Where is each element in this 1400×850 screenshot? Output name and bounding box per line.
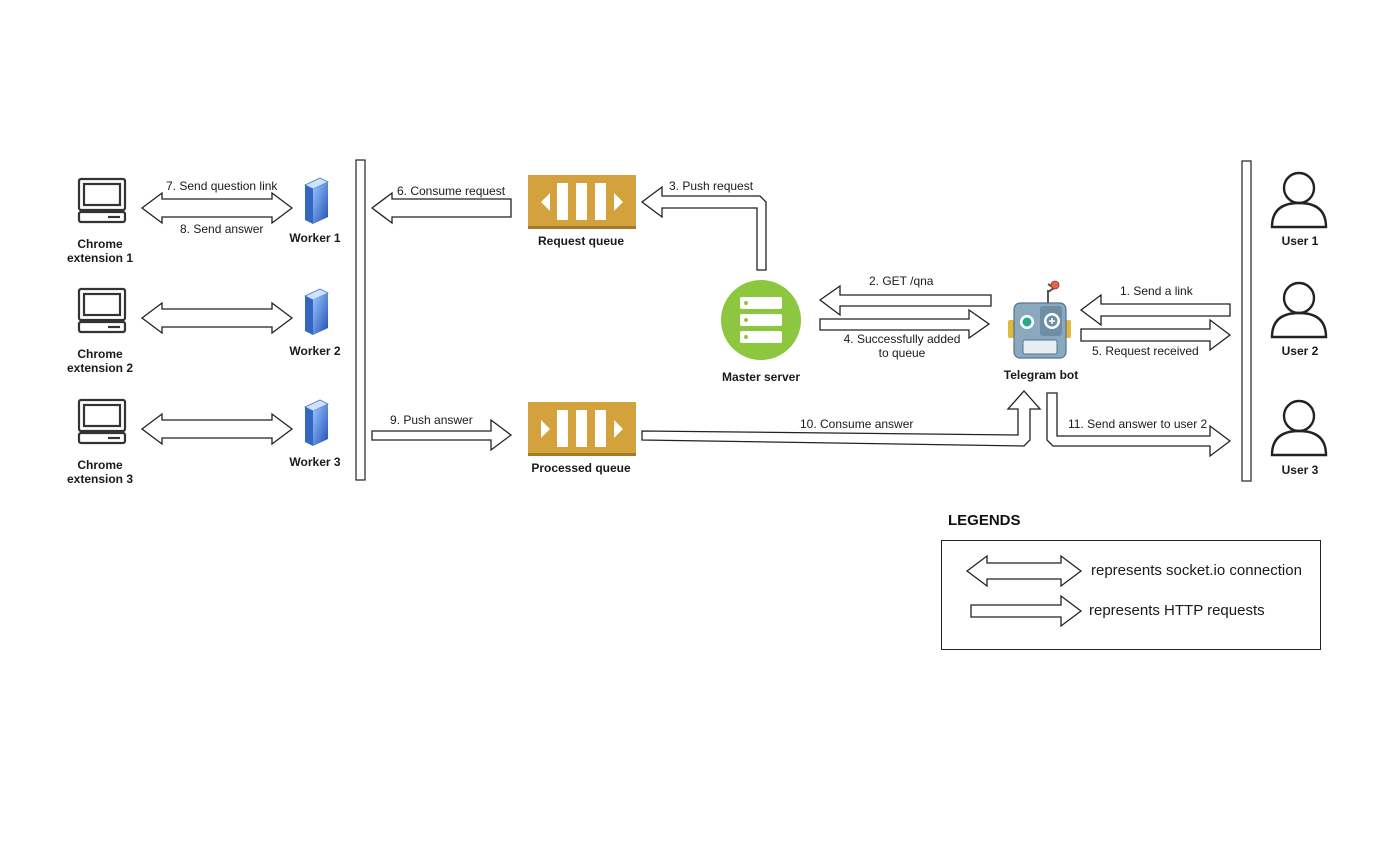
legend-box xyxy=(941,540,1321,650)
user-1-label: User 1 xyxy=(1281,234,1319,248)
send-link-arrow xyxy=(1079,293,1231,327)
worker-bus-bar xyxy=(355,159,366,481)
consume-answer-arrow xyxy=(641,390,1042,447)
consume-request-arrow xyxy=(370,191,512,225)
socket-arrow xyxy=(140,301,294,335)
edge-label-send-link: 1. Send a link xyxy=(1120,284,1193,298)
processed-queue-label: Processed queue xyxy=(531,461,631,475)
edge-label-send-answer-user2: 11. Send answer to user 2 xyxy=(1068,417,1208,431)
edge-label-send-answer: 8. Send answer xyxy=(180,222,264,236)
master-server-label: Master server xyxy=(721,370,801,384)
request-received-arrow xyxy=(1080,318,1232,352)
legend-socket-arrow xyxy=(965,554,1083,588)
worker-2-label: Worker 2 xyxy=(289,344,341,358)
edge-label-consume-answer: 10. Consume answer xyxy=(800,417,914,431)
socket-arrow xyxy=(140,412,294,446)
processed-queue-icon xyxy=(528,402,636,456)
socket-arrow xyxy=(140,191,294,225)
chrome-ext-2-line1: Chrome xyxy=(77,347,123,361)
user-icon xyxy=(1270,281,1328,339)
push-request-arrow xyxy=(640,185,767,271)
worker-server-icon xyxy=(304,399,329,446)
edge-label-consume-request: 6. Consume request xyxy=(397,184,506,198)
chrome-extension-3-label: Chrome extension 3 xyxy=(60,458,140,486)
edge-label-success-added: 4. Successfully added to queue xyxy=(832,332,972,360)
legend-http-arrow xyxy=(970,594,1083,628)
worker-server-icon xyxy=(304,177,329,224)
user-3-label: User 3 xyxy=(1281,463,1319,477)
legend-http-text: represents HTTP requests xyxy=(1089,602,1265,619)
worker-1-label: Worker 1 xyxy=(289,231,341,245)
legend-title: LEGENDS xyxy=(948,512,1021,529)
worker-3-label: Worker 3 xyxy=(289,455,341,469)
legend-socket-text: represents socket.io connection xyxy=(1091,562,1302,579)
success-added-arrow xyxy=(819,308,991,340)
request-queue-icon xyxy=(528,175,636,229)
edge-label-push-request: 3. Push request xyxy=(669,179,754,193)
edge-label-success-line1: 4. Successfully added xyxy=(843,332,961,346)
get-qna-arrow xyxy=(818,284,992,317)
chrome-ext-1-line1: Chrome xyxy=(77,237,123,251)
user-icon xyxy=(1270,171,1328,229)
worker-server-icon xyxy=(304,288,329,335)
master-server-icon xyxy=(721,280,801,360)
request-queue-label: Request queue xyxy=(537,234,624,248)
chrome-ext-3-line1: Chrome xyxy=(77,458,123,472)
computer-icon xyxy=(77,398,127,445)
chrome-ext-1-line2: extension 1 xyxy=(66,251,134,265)
computer-icon xyxy=(77,287,127,334)
telegram-bot-label: Telegram bot xyxy=(1003,368,1079,382)
push-answer-arrow xyxy=(371,418,513,452)
send-answer-user2-arrow xyxy=(1046,392,1232,458)
edge-label-get-qna: 2. GET /qna xyxy=(869,274,934,288)
edge-label-success-line2: to queue xyxy=(878,346,926,360)
edge-label-send-question-link: 7. Send question link xyxy=(166,179,278,193)
chrome-extension-1-label: Chrome extension 1 xyxy=(60,237,140,265)
edge-label-request-received: 5. Request received xyxy=(1092,344,1199,358)
edge-label-push-answer: 9. Push answer xyxy=(390,413,473,427)
telegram-bot-icon xyxy=(1008,280,1071,359)
chrome-ext-2-line2: extension 2 xyxy=(66,361,134,375)
user-bus-bar xyxy=(1241,160,1252,482)
chrome-ext-3-line2: extension 3 xyxy=(66,472,134,486)
chrome-extension-2-label: Chrome extension 2 xyxy=(60,347,140,375)
user-2-label: User 2 xyxy=(1281,344,1319,358)
user-icon xyxy=(1270,399,1328,457)
computer-icon xyxy=(77,177,127,224)
